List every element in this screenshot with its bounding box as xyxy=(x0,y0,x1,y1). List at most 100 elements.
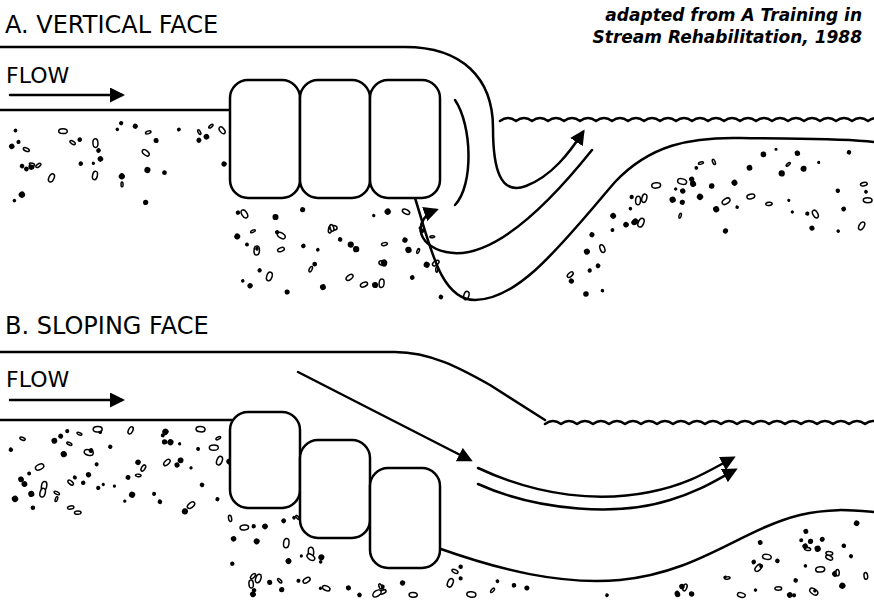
gravel xyxy=(446,578,454,588)
gravel xyxy=(402,208,411,216)
gravel xyxy=(163,440,167,444)
gravel xyxy=(403,238,408,243)
gravel xyxy=(689,592,693,596)
gravel xyxy=(158,500,162,504)
gravel xyxy=(216,497,220,501)
gravel xyxy=(163,458,172,466)
gravel xyxy=(800,539,803,542)
gravel xyxy=(459,577,462,580)
gravel xyxy=(262,523,268,529)
gravel xyxy=(820,537,824,541)
gravel xyxy=(280,588,284,592)
gravel xyxy=(759,565,762,568)
gravel xyxy=(746,194,755,200)
gravel xyxy=(153,492,156,495)
gravel xyxy=(736,206,739,209)
gravel xyxy=(775,148,777,150)
gravel xyxy=(679,584,684,589)
gravel xyxy=(196,138,201,143)
flow-arrow xyxy=(10,399,122,402)
gravel xyxy=(246,243,249,246)
gravel xyxy=(439,295,443,299)
gravel xyxy=(319,587,321,589)
water-surface xyxy=(500,118,874,121)
gravel xyxy=(384,208,391,215)
gravel xyxy=(28,491,34,497)
gravel xyxy=(81,481,85,485)
gravel xyxy=(297,579,300,582)
gravel xyxy=(610,213,616,219)
gravel xyxy=(623,222,629,228)
gravel xyxy=(809,587,819,597)
gravel xyxy=(66,441,72,446)
gravel xyxy=(129,492,135,498)
gravel xyxy=(466,591,476,597)
boulder xyxy=(230,80,300,198)
gravel xyxy=(98,156,104,162)
gravel xyxy=(318,554,324,560)
gravel xyxy=(864,190,867,193)
gravel xyxy=(815,546,821,552)
gravel xyxy=(69,140,76,146)
gravel xyxy=(240,209,249,219)
gravel xyxy=(525,586,530,591)
gravel xyxy=(302,576,311,584)
gravel xyxy=(697,193,704,200)
panel-heading: A. VERTICAL FACE xyxy=(5,12,218,38)
gravel xyxy=(113,485,115,487)
gravel xyxy=(204,134,210,140)
gravel xyxy=(794,579,798,583)
gravel xyxy=(249,580,254,588)
gravel xyxy=(79,161,83,165)
gravel xyxy=(357,593,361,597)
gravel xyxy=(338,237,342,241)
gravel xyxy=(737,592,746,598)
boulder xyxy=(370,80,440,198)
gravel xyxy=(247,283,252,288)
gravel xyxy=(406,247,412,253)
gravel xyxy=(675,591,680,596)
gravel xyxy=(695,166,698,169)
gravel xyxy=(268,580,272,584)
gravel xyxy=(300,555,302,557)
gravel xyxy=(629,207,632,210)
gravel xyxy=(713,206,719,212)
gravel xyxy=(197,447,200,450)
gravel xyxy=(451,568,458,574)
gravel xyxy=(329,224,335,232)
gravel xyxy=(775,587,782,591)
gravel xyxy=(200,483,204,487)
gravel xyxy=(836,569,840,576)
gravel xyxy=(18,191,25,198)
gravel xyxy=(196,426,206,432)
gravel xyxy=(779,171,784,176)
stream-bed xyxy=(0,109,232,112)
gravel xyxy=(678,213,681,218)
gravel xyxy=(186,501,196,510)
gravel xyxy=(641,194,648,203)
gravel xyxy=(373,283,378,288)
gravel xyxy=(23,147,30,153)
water-surface xyxy=(545,421,874,424)
gravel xyxy=(22,481,28,487)
stream-bed xyxy=(438,510,874,581)
gravel xyxy=(127,426,134,435)
flow-arrow xyxy=(10,94,122,97)
gravel xyxy=(96,148,100,152)
gravel xyxy=(92,171,99,180)
source-credit: adapted from A Training in Stream Rehabi… xyxy=(542,4,862,48)
gravel xyxy=(588,269,592,273)
gravel xyxy=(854,520,860,526)
gravel xyxy=(73,476,76,479)
gravel xyxy=(145,130,151,134)
gravel xyxy=(275,231,278,234)
gravel xyxy=(292,516,295,519)
gravel xyxy=(231,536,237,542)
gravel xyxy=(167,439,174,446)
gravel xyxy=(17,140,20,143)
gravel xyxy=(175,463,180,468)
flow-label: FLOW xyxy=(6,368,69,392)
gravel xyxy=(857,221,866,231)
gravel xyxy=(28,472,31,475)
